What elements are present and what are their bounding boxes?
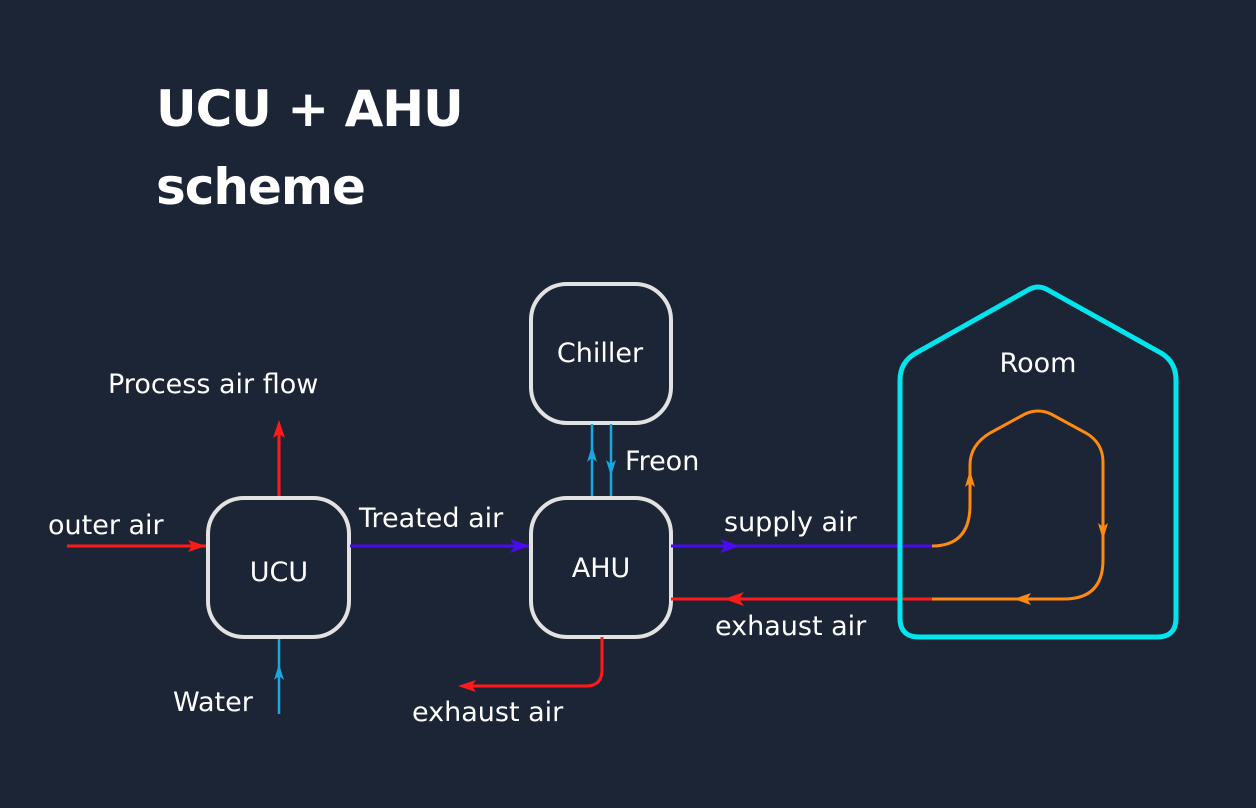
ahu-node[interactable]: AHU	[529, 496, 673, 639]
ucu-label: UCU	[250, 557, 308, 588]
chiller-box[interactable]	[529, 282, 673, 425]
room-label: Room	[1000, 348, 1077, 379]
freon-label: Freon	[625, 446, 699, 477]
room-circulation-up-arrowhead	[965, 470, 975, 487]
water-arrowhead	[274, 664, 284, 680]
chiller-node[interactable]: Chiller	[529, 282, 673, 425]
ahu-exhaust-line	[462, 637, 604, 688]
room-circulation-flow	[931, 409, 1108, 605]
treated-air-flow: Treated air	[350, 503, 532, 553]
room-node[interactable]: Room	[897, 284, 1179, 640]
ahu-exhaust-flow: exhaust air	[412, 637, 604, 728]
supply-air-label: supply air	[724, 507, 858, 538]
exhaust-air-return-flow: exhaust air	[671, 592, 932, 642]
freon-flow: Freon	[587, 424, 699, 498]
title-line-2: scheme	[156, 158, 366, 216]
exhaust-air-return-arrowhead	[724, 592, 744, 606]
ahu-exhaust-label: exhaust air	[412, 697, 564, 728]
diagram-title: UCU + AHU scheme	[156, 70, 464, 226]
treated-air-arrowhead	[510, 539, 530, 553]
ahu-exhaust-arrowhead	[458, 680, 476, 692]
chiller-label: Chiller	[557, 338, 644, 369]
outer-air-label: outer air	[48, 510, 165, 541]
supply-air-flow: supply air	[671, 507, 932, 553]
room-circulation-left-arrowhead	[1014, 593, 1031, 605]
water-flow: Water	[173, 638, 284, 718]
exhaust-air-return-label: exhaust air	[715, 611, 867, 642]
room-circulation-down-arrowhead	[1098, 523, 1108, 540]
process-air-flow: Process air flow	[108, 369, 318, 498]
freon-down-arrowhead	[606, 460, 616, 476]
supply-air-arrowhead	[720, 539, 740, 553]
process-air-arrowhead	[273, 420, 285, 438]
water-label: Water	[173, 687, 254, 718]
process-air-label: Process air flow	[108, 369, 318, 400]
room-outline[interactable]	[897, 284, 1179, 640]
room-circulation-path	[931, 409, 1105, 601]
outer-air-arrowhead	[188, 540, 206, 552]
freon-up-arrowhead	[587, 446, 597, 462]
outer-air-flow: outer air	[48, 510, 206, 552]
treated-air-label: Treated air	[358, 503, 504, 534]
ahu-label: AHU	[572, 553, 631, 584]
ucu-node[interactable]: UCU	[206, 496, 351, 639]
title-line-1: UCU + AHU	[156, 80, 464, 138]
ucu-box[interactable]	[206, 496, 351, 639]
